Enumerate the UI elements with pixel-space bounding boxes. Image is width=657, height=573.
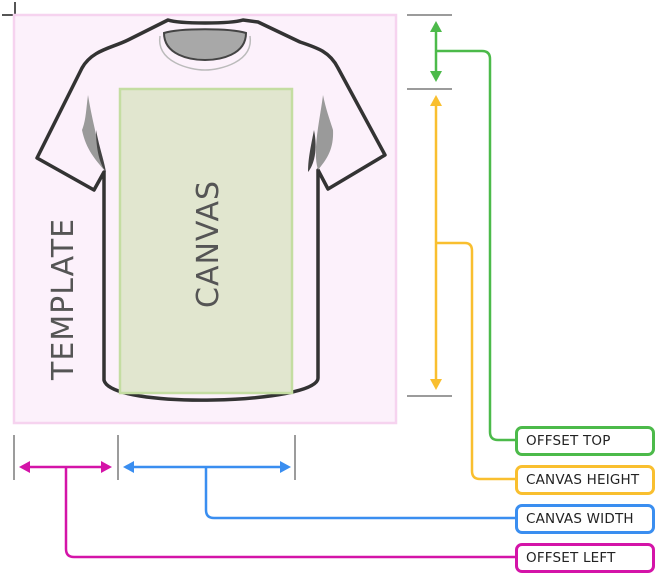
offset-top-label: OFFSET TOP (515, 426, 655, 456)
canvas-label: CANVAS (191, 180, 226, 308)
canvas-width-label: CANVAS WIDTH (515, 504, 655, 534)
template-label: TEMPLATE (46, 218, 81, 381)
horizontal-guides (13, 435, 296, 480)
vertical-guides (407, 14, 452, 397)
offset-left-dimension (19, 461, 516, 559)
canvas-height-label: CANVAS HEIGHT (515, 465, 655, 495)
offset-left-label: OFFSET LEFT (515, 543, 655, 573)
canvas-area (118, 87, 294, 395)
canvas-height-dimension (430, 95, 516, 481)
offset-top-dimension (430, 21, 516, 442)
canvas-width-dimension (123, 461, 516, 520)
